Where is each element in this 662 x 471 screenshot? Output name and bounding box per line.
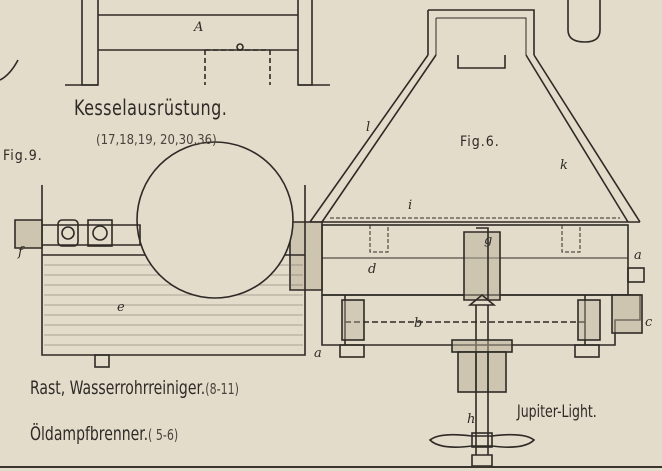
part-label-A: A — [194, 20, 204, 35]
part-label-g: g — [484, 233, 493, 248]
caption-rast-refs: (8-11) — [205, 380, 239, 398]
part-label-l: l — [366, 120, 371, 135]
boiler-structure-fragment — [0, 0, 330, 86]
part-label-h: h — [467, 412, 476, 427]
caption-rast: Rast, Wasserrohrreiniger.(8-11) — [30, 377, 239, 399]
caption-oeldampf-text: Öldampfbrenner. — [30, 423, 149, 445]
part-label-e: e — [117, 300, 125, 315]
part-label-c: c — [645, 315, 653, 330]
burner-funnel — [309, 9, 641, 223]
fig6-label: Fig.6. — [460, 134, 500, 150]
section-title: Kesselausrüstung. — [74, 96, 228, 120]
caption-oeldampf: Öldampfbrenner.( 5-6) — [30, 423, 178, 445]
water-tank — [14, 141, 306, 368]
part-label-k: k — [560, 158, 568, 173]
part-label-a-left: a — [314, 346, 322, 361]
burner-body — [289, 221, 645, 358]
caption-jupiter-light: Jupiter-Light. — [517, 402, 597, 422]
burner-spindle — [428, 227, 536, 467]
part-label-d: d — [368, 262, 377, 277]
caption-rast-text: Rast, Wasserrohrreiniger. — [30, 377, 206, 399]
caption-oeldampf-refs: ( 5-6) — [148, 426, 179, 444]
section-title-refs: (17,18,19, 20,30,36) — [96, 133, 217, 148]
part-label-a-right: a — [634, 248, 642, 263]
hook-fragment — [567, 0, 601, 43]
fig9-label: Fig.9. — [3, 148, 43, 164]
part-label-b: b — [414, 316, 423, 331]
part-label-f: f — [18, 245, 23, 260]
bottom-border — [0, 466, 662, 468]
part-label-i: i — [408, 198, 413, 213]
